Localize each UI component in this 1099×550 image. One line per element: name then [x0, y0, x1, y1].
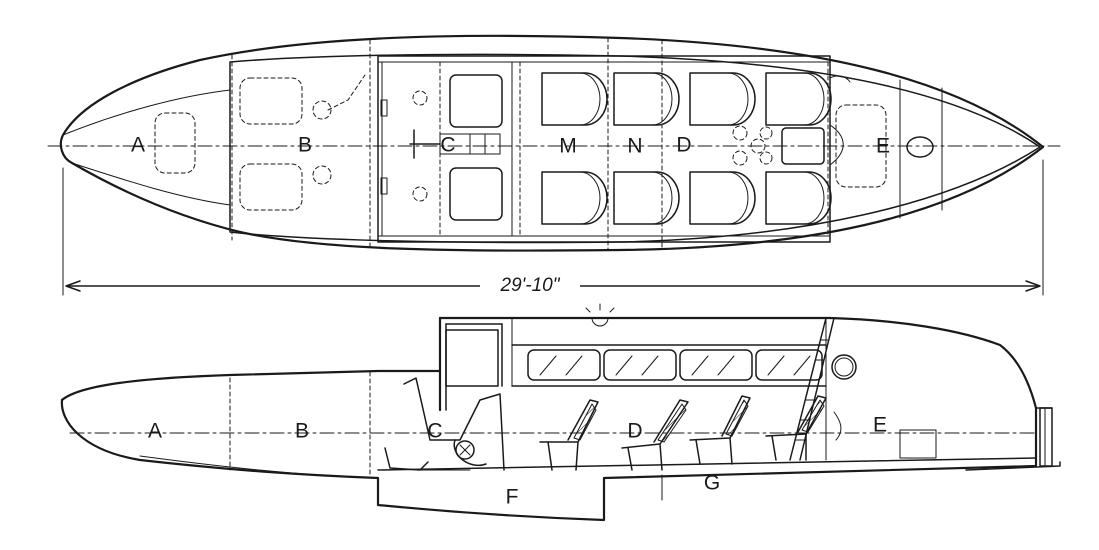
plan-cabin	[377, 55, 831, 243]
plan-view	[47, 34, 1061, 252]
plan-label-c: C	[440, 134, 455, 157]
dimension-line	[62, 159, 1044, 298]
plan-hull-outline	[59, 34, 1045, 252]
side-label-c: C	[427, 420, 442, 443]
plan-deck-line	[229, 53, 1041, 244]
side-hull-top	[60, 369, 442, 402]
side-label-b: B	[295, 420, 309, 443]
plan-label-m: M	[559, 135, 577, 158]
side-view	[60, 303, 1061, 522]
side-hull-bottom	[60, 398, 1038, 522]
side-label-g: G	[704, 472, 720, 495]
side-label-d: D	[627, 420, 642, 443]
plan-label-a: A	[131, 134, 145, 157]
side-label-a: A	[148, 420, 162, 443]
plan-label-e: E	[876, 135, 890, 158]
side-label-f: F	[506, 486, 519, 509]
plan-label-d: D	[676, 134, 691, 157]
side-label-e: E	[873, 414, 887, 437]
plan-label-n: N	[627, 135, 642, 158]
plan-label-b: B	[298, 134, 312, 157]
overall-length-label: 29'-10"	[500, 275, 561, 296]
